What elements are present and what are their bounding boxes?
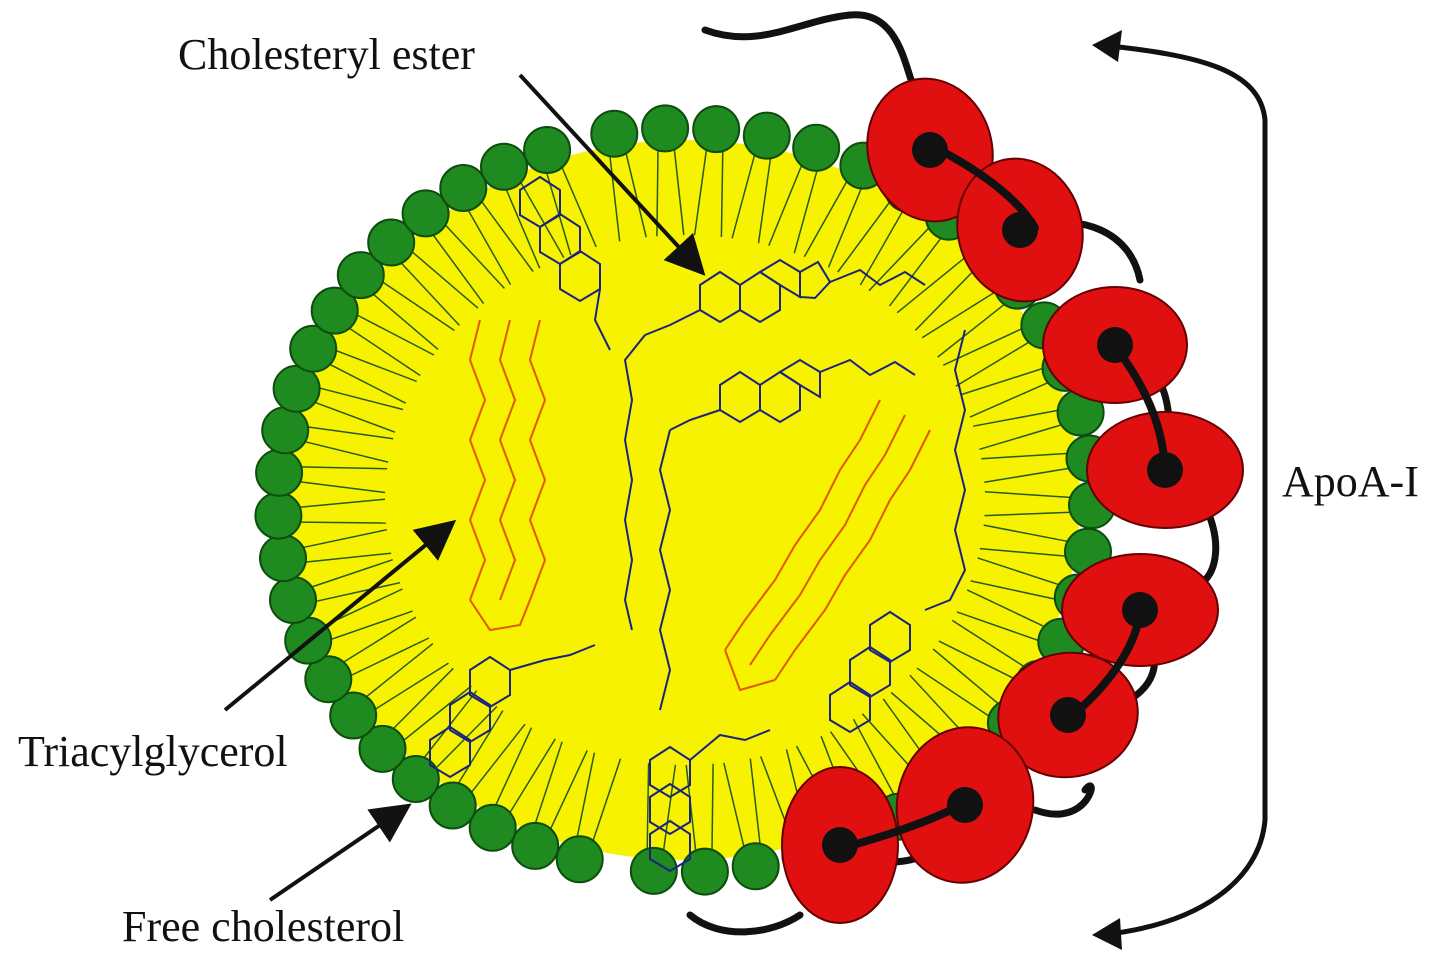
phospholipid-head: [512, 823, 558, 869]
phospholipid-head: [262, 407, 308, 453]
phospholipid-head: [470, 805, 516, 851]
phospholipid-head: [693, 106, 739, 152]
phospholipid-head: [793, 125, 839, 171]
phospholipid-head: [255, 493, 301, 539]
label-triacylglycerol: Triacylglycerol: [18, 730, 288, 774]
phospholipid-head: [744, 113, 790, 159]
phospholipid-head: [591, 111, 637, 157]
free-cholesterol-arrow: [270, 808, 405, 900]
phospholipid-head: [260, 535, 306, 581]
phospholipid-head: [270, 577, 316, 623]
phospholipid-head: [481, 144, 527, 190]
phospholipid-head: [274, 366, 320, 412]
phospholipid-tail: [299, 522, 386, 523]
phospholipid-head: [642, 105, 688, 151]
phospholipid-head: [557, 836, 603, 882]
bracket-arrowhead-bottom: [1092, 918, 1122, 950]
label-cholesteryl-ester: Cholesteryl ester: [178, 33, 475, 77]
phospholipid-head: [256, 450, 302, 496]
phospholipid-head: [733, 843, 779, 889]
label-apoa1: ApoA-I: [1282, 460, 1419, 504]
phospholipid-head: [524, 127, 570, 173]
bracket-arrowhead-top: [1092, 30, 1122, 62]
label-free-cholesterol: Free cholesterol: [122, 905, 404, 949]
phospholipid-head: [440, 165, 486, 211]
phospholipid-head: [682, 849, 728, 895]
